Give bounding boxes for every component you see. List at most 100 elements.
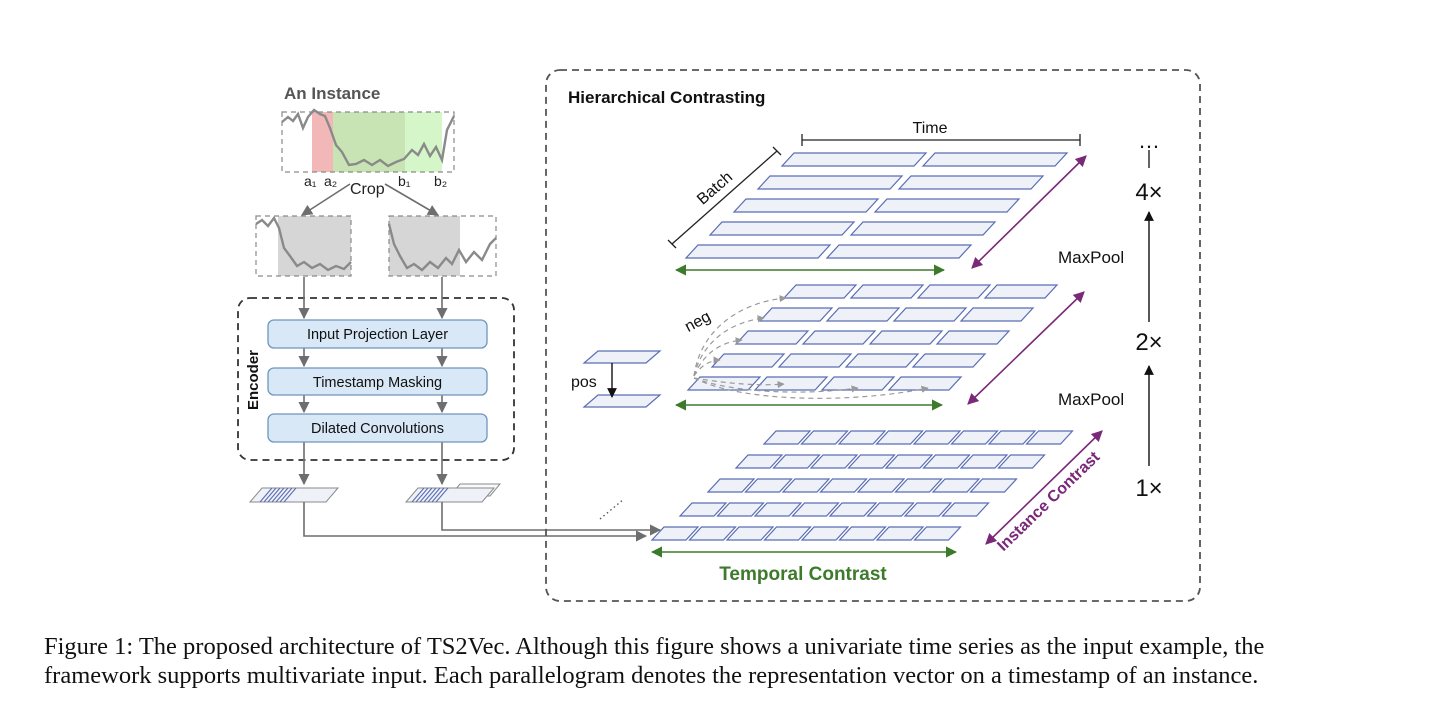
level-1x-cell bbox=[837, 430, 887, 445]
level-4x-cell bbox=[708, 221, 856, 236]
instance-arrow-level-1 bbox=[985, 430, 1103, 545]
pos-sample-bottom bbox=[582, 394, 662, 408]
crop-right-frame bbox=[388, 215, 497, 277]
dilated-convolutions-label: Dilated Convolutions bbox=[311, 421, 444, 437]
level-1x-cell bbox=[809, 454, 859, 469]
level-2x-cell bbox=[983, 284, 1059, 299]
level-1x-cell bbox=[903, 502, 953, 517]
level-1x-cell bbox=[688, 526, 737, 541]
mark-a2: a₂ bbox=[324, 173, 337, 189]
level-1x-cell bbox=[828, 502, 878, 517]
level-1x-cell bbox=[931, 478, 981, 493]
level-2x-cell bbox=[758, 307, 834, 322]
level-4x-grid bbox=[684, 152, 1069, 259]
level-1x-cell bbox=[678, 502, 728, 517]
batch-dimension bbox=[667, 146, 782, 249]
dilated-convolutions-box bbox=[267, 413, 488, 443]
level-1x-grid bbox=[650, 430, 1074, 541]
time-label: Time bbox=[913, 120, 948, 137]
level-1x-cell bbox=[650, 526, 700, 541]
output-rep-left bbox=[248, 487, 340, 503]
connector-right bbox=[441, 502, 662, 536]
scale-more: … bbox=[1138, 128, 1160, 153]
mark-b2: b₂ bbox=[434, 173, 447, 189]
instance-title: An Instance bbox=[284, 84, 380, 103]
level-1x-cell bbox=[734, 454, 784, 469]
level-1x-cell bbox=[922, 454, 971, 469]
pos-sample-top bbox=[582, 350, 662, 364]
neg-label: neg bbox=[682, 308, 714, 336]
instance-arrow-level-2 bbox=[967, 291, 1085, 405]
crop-arrow-right bbox=[384, 183, 439, 216]
maxpool-label-lower: MaxPool bbox=[1058, 390, 1124, 409]
level-1x-cell bbox=[941, 502, 990, 517]
level-2x-cell bbox=[782, 284, 858, 299]
level-2x-cell bbox=[820, 376, 896, 391]
level-4x-cell bbox=[780, 152, 928, 167]
temporal-contrast-label: Temporal Contrast bbox=[719, 564, 887, 585]
pos-label: pos bbox=[571, 374, 597, 391]
level-1x-cell bbox=[884, 454, 934, 469]
level-1x-cell bbox=[781, 478, 831, 493]
crop-left-frame bbox=[255, 215, 352, 277]
more-instances-dots bbox=[599, 498, 625, 520]
level-1x-cell bbox=[744, 478, 793, 493]
maxpool-label-upper: MaxPool bbox=[1058, 248, 1124, 267]
timestamp-masking-label: Timestamp Masking bbox=[313, 375, 442, 391]
level-1x-cell bbox=[866, 502, 915, 517]
level-1x-cell bbox=[913, 526, 962, 541]
crop-left-series-line bbox=[255, 215, 352, 272]
level-1x-cell bbox=[875, 526, 925, 541]
crop-region-red bbox=[312, 112, 333, 172]
level-1x-cell bbox=[725, 526, 775, 541]
level-1x-cell bbox=[838, 526, 887, 541]
level-1x-cell bbox=[800, 430, 849, 445]
level-2x-cell bbox=[801, 330, 877, 345]
level-1x-cell bbox=[912, 430, 962, 445]
level-2x-cell bbox=[868, 330, 944, 345]
level-2x-cell bbox=[849, 284, 925, 299]
caption-line-1: Figure 1: The proposed architecture of T… bbox=[44, 633, 1265, 660]
level-4x-cell bbox=[921, 152, 1069, 167]
level-1x-cell bbox=[856, 478, 906, 493]
crop-arrow-left bbox=[301, 183, 351, 216]
instance-panel: An Instance a₁ a₂ b₁ b₂ Crop bbox=[255, 84, 497, 277]
hierarchical-title: Hierarchical Contrasting bbox=[568, 88, 765, 107]
level-2x-cell bbox=[959, 307, 1035, 322]
input-projection-layer-label: Input Projection Layer bbox=[307, 327, 448, 343]
level-4x-cell bbox=[756, 175, 904, 190]
encoder-label: Encoder bbox=[245, 350, 262, 410]
level-1x-cell bbox=[762, 430, 812, 445]
instance-arrow-level-4 bbox=[971, 155, 1087, 269]
level-1x-cell bbox=[819, 478, 868, 493]
batch-label: Batch bbox=[694, 169, 736, 209]
level-1x-cell bbox=[772, 454, 821, 469]
level-2x-cell bbox=[777, 353, 853, 368]
level-4x-cell bbox=[684, 244, 832, 259]
level-1x-cell bbox=[763, 526, 812, 541]
level-4x-cell bbox=[897, 175, 1045, 190]
encoder-panel: Encoder Input Projection Layer Timestamp… bbox=[237, 277, 515, 486]
level-1x-cell bbox=[753, 502, 803, 517]
level-2x-grid bbox=[686, 284, 1059, 391]
time-dimension bbox=[801, 134, 1081, 146]
level-1x-cell bbox=[716, 502, 765, 517]
instance-frame bbox=[281, 111, 455, 173]
level-2x-cell bbox=[916, 284, 992, 299]
level-1x-cell bbox=[875, 430, 924, 445]
negative-sample-arrows bbox=[693, 294, 929, 399]
ts2vec-architecture-diagram: An Instance a₁ a₂ b₁ b₂ Crop Encoder bbox=[237, 69, 1201, 602]
scale-2x: 2× bbox=[1135, 329, 1162, 356]
level-2x-cell bbox=[892, 307, 968, 322]
crop-region-green bbox=[405, 112, 442, 172]
level-2x-cell bbox=[710, 353, 786, 368]
crop-label: Crop bbox=[350, 181, 385, 198]
level-2x-cell bbox=[935, 330, 1011, 345]
connector-left bbox=[303, 502, 648, 542]
level-2x-cell bbox=[887, 376, 963, 391]
level-4x-cell bbox=[732, 198, 880, 213]
level-1x-cell bbox=[894, 478, 943, 493]
level-1x-cell bbox=[706, 478, 756, 493]
encoder-frame bbox=[237, 297, 515, 461]
hierarchical-frame bbox=[545, 69, 1201, 602]
